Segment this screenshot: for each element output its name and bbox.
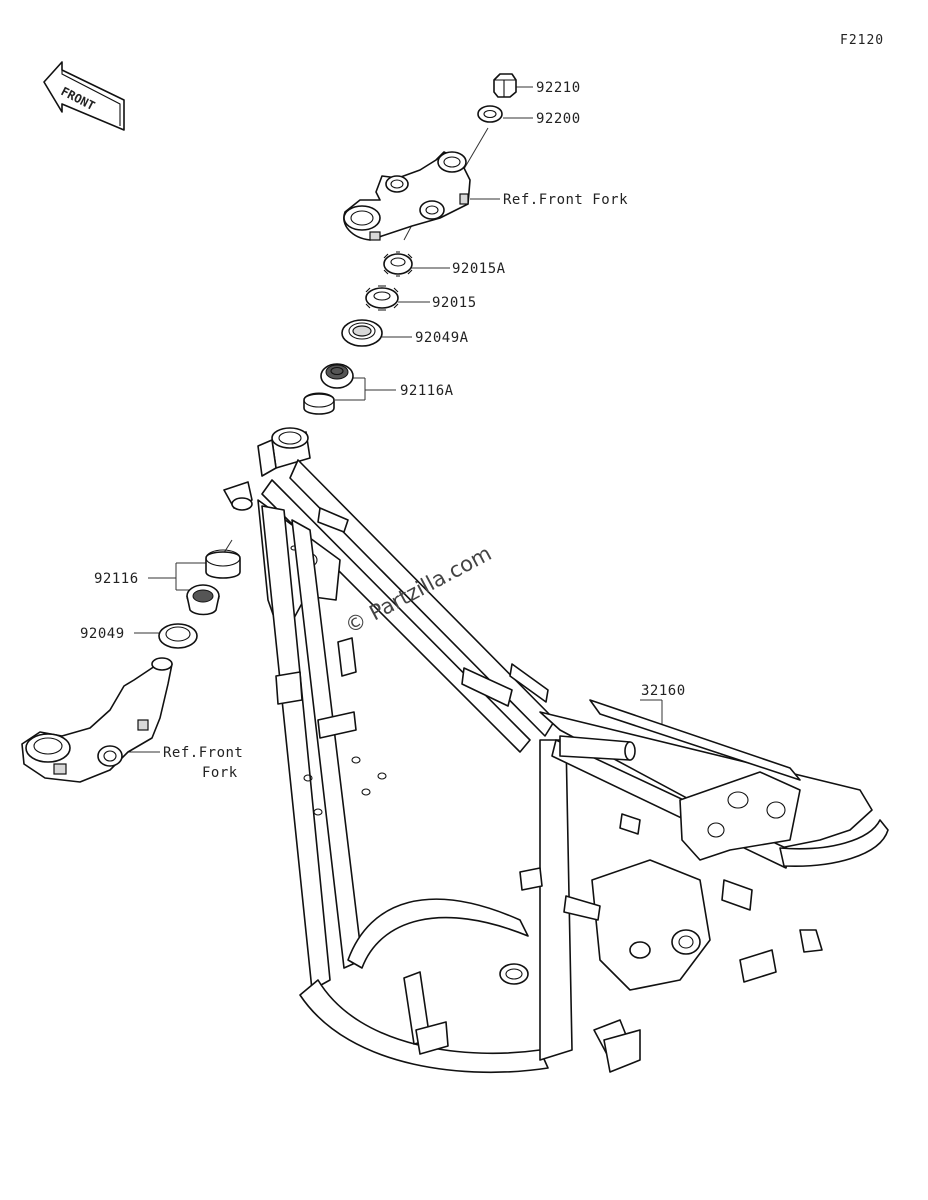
callout-ref-front-fork-lower-1: Ref.Front xyxy=(163,745,243,761)
callout-ref-front-fork-lower-2: Fork xyxy=(202,765,238,781)
steering-stem-lower-clamp xyxy=(21,657,173,783)
washer-92200 xyxy=(477,105,503,123)
callout-92210: 92210 xyxy=(536,80,581,96)
callout-92015A: 92015A xyxy=(452,261,506,277)
upper-triple-clamp xyxy=(343,151,471,241)
callout-92049: 92049 xyxy=(80,626,125,642)
frame-32160 xyxy=(223,427,889,1074)
callout-92200: 92200 xyxy=(536,111,581,127)
seal-92049A xyxy=(341,319,383,347)
callout-ref-front-fork-upper: Ref.Front Fork xyxy=(503,192,628,208)
race-92116 xyxy=(205,549,241,579)
callout-labels: 92210 92200 Ref.Front Fork 92015A 92015 … xyxy=(80,80,686,781)
race-92116A xyxy=(303,392,335,415)
callout-92116: 92116 xyxy=(94,571,139,587)
diagram-code: F2120 xyxy=(840,33,884,48)
cap-nut-92210 xyxy=(493,73,517,98)
callout-92116A: 92116A xyxy=(400,383,454,399)
callout-92049A: 92049A xyxy=(415,330,469,346)
front-arrow-icon: FRONT xyxy=(43,61,125,131)
bearing-92116 xyxy=(186,584,220,616)
callout-92015: 92015 xyxy=(432,295,477,311)
seal-92049 xyxy=(158,623,198,649)
nut-92015 xyxy=(365,285,399,311)
callout-32160: 32160 xyxy=(641,683,686,699)
bearing-92116A xyxy=(320,363,354,389)
nut-92015A xyxy=(383,251,413,277)
